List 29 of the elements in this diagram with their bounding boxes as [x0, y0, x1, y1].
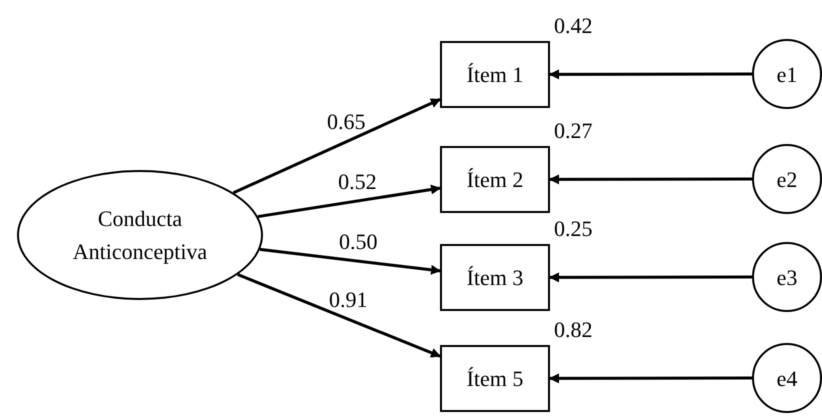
node-label: Ítem 5 — [466, 365, 524, 393]
node-label: e3 — [776, 264, 798, 292]
item-box — [440, 244, 550, 311]
item-box — [440, 345, 550, 412]
node-label: Ítem 3 — [466, 264, 524, 292]
edge-label: 0.65 — [326, 111, 367, 134]
node-label: e4 — [776, 364, 798, 392]
variance-value: 0.25 — [554, 218, 592, 240]
node-label: Ítem 2 — [466, 166, 524, 194]
edge-label: 0.52 — [337, 170, 378, 193]
arrow — [237, 273, 441, 358]
variance-value: 0.42 — [554, 15, 592, 37]
edge-label: 0.91 — [328, 289, 368, 312]
node-label: Conducta Anticonceptiva — [72, 205, 208, 266]
item-box — [440, 41, 550, 108]
arrow — [260, 248, 441, 275]
node-label: e2 — [776, 166, 798, 194]
arrow — [549, 272, 752, 282]
edge-label: 0.50 — [338, 231, 378, 254]
arrow — [549, 174, 752, 184]
arrow — [258, 184, 441, 218]
item-box — [440, 146, 550, 213]
node-label: e1 — [776, 60, 798, 88]
arrow — [232, 98, 441, 194]
variance-value: 0.27 — [554, 120, 592, 142]
variance-value: 0.82 — [554, 319, 592, 341]
arrow — [549, 69, 752, 80]
arrow — [549, 373, 752, 384]
node-label: Ítem 1 — [466, 61, 524, 89]
